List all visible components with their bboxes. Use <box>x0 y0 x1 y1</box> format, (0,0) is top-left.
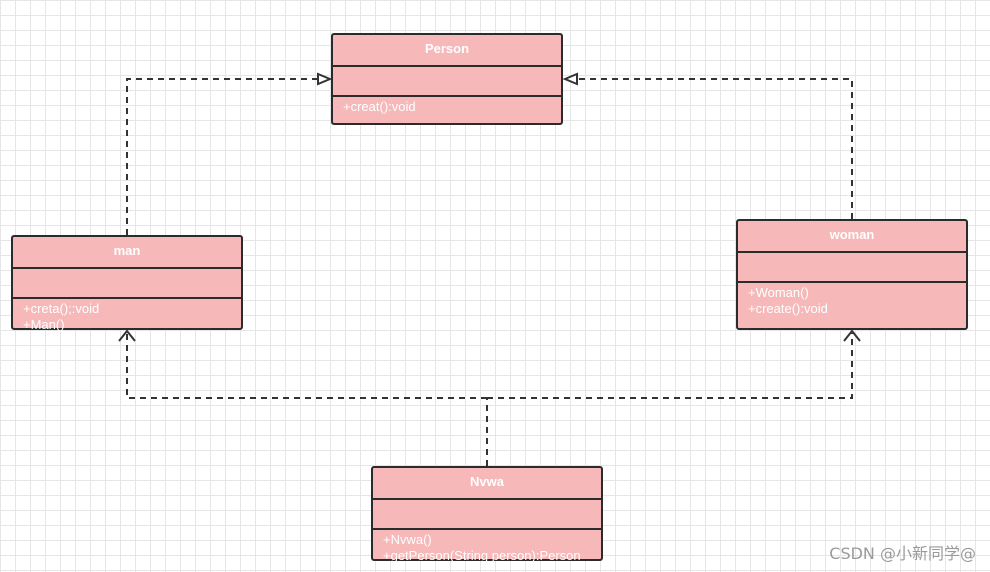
open-arrow-icon <box>118 329 136 342</box>
attributes-compartment <box>373 498 601 528</box>
operation: +create():void <box>748 301 828 316</box>
operation: +creat():void <box>343 99 416 114</box>
attributes-compartment <box>738 251 966 281</box>
watermark: CSDN @小新同学@ <box>829 544 976 563</box>
hollow-triangle-icon <box>317 72 333 86</box>
operation: +getPerson(String person):Person <box>383 548 581 563</box>
dependency-nvwa-to-man <box>126 333 487 399</box>
class-man[interactable]: man +creta();:void +Man() <box>11 235 243 333</box>
class-name: man <box>113 243 141 258</box>
operation: +Man() <box>23 317 65 332</box>
attributes-compartment <box>13 267 241 297</box>
class-name: Nvwa <box>470 474 504 489</box>
operations-compartment: +Woman() +create():void <box>738 281 966 317</box>
operation: +Nvwa() <box>383 532 432 547</box>
open-arrow-icon <box>843 329 861 342</box>
operation: +Woman() <box>748 285 809 300</box>
operations-compartment: +creta();:void +Man() <box>13 297 241 333</box>
class-person[interactable]: Person +creat():void <box>331 33 563 125</box>
class-nvwa[interactable]: Nvwa +Nvwa() +getPerson(String person):P… <box>371 466 603 564</box>
operations-compartment: +Nvwa() +getPerson(String person):Person <box>373 528 601 564</box>
class-woman[interactable]: woman +Woman() +create():void <box>736 219 968 330</box>
realization-woman-to-person <box>576 78 853 219</box>
operations-compartment: +creat():void <box>333 95 561 115</box>
class-name: woman <box>829 227 875 242</box>
realization-man-to-person <box>126 78 320 235</box>
hollow-triangle-icon <box>562 72 578 86</box>
dependency-nvwa-to-woman <box>487 333 853 399</box>
operation: +creta();:void <box>23 301 100 316</box>
attributes-compartment <box>333 65 561 95</box>
class-name: Person <box>424 41 470 56</box>
